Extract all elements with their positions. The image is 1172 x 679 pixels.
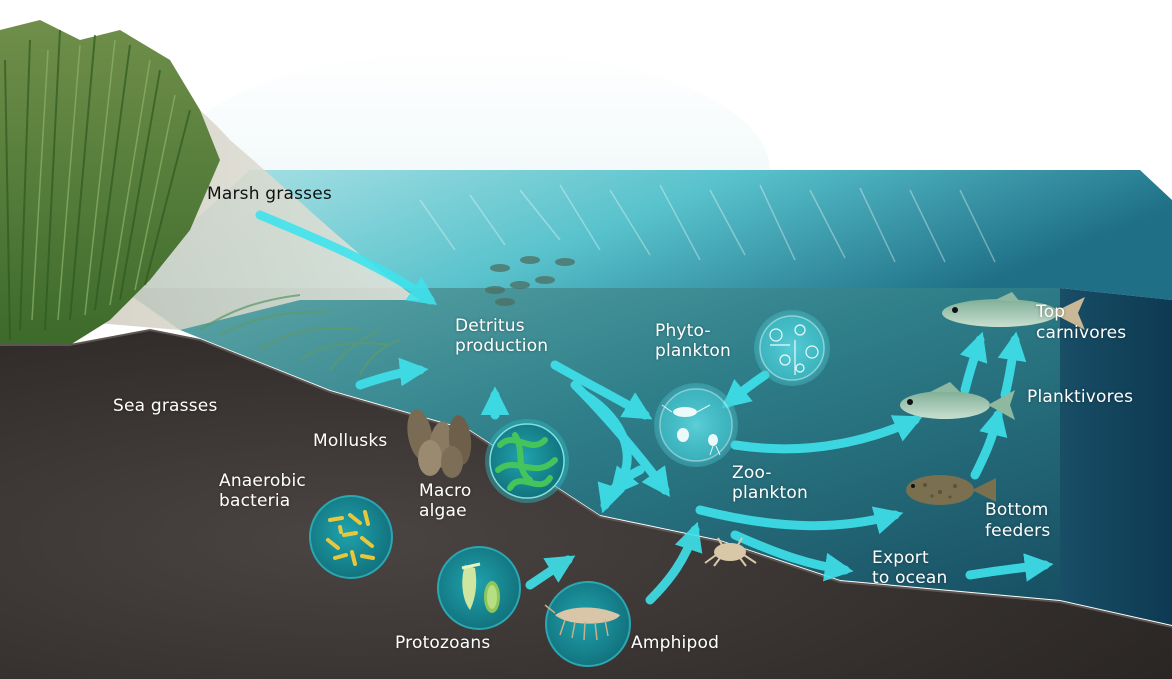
arrow-detritus-to-zooplankton bbox=[550, 360, 653, 420]
bottom-feeder-fish-icon bbox=[906, 475, 996, 505]
arrow-amphipod bbox=[645, 521, 703, 605]
label-phyto-line2: plankton bbox=[655, 341, 731, 361]
amphipod-icon bbox=[544, 581, 631, 667]
arrow-to-bottom-feeders bbox=[695, 505, 904, 535]
arrow-planktivores-to-top-2 bbox=[997, 331, 1027, 400]
arrow-to-export bbox=[730, 530, 854, 582]
water-side-face bbox=[1060, 288, 1172, 625]
label-detritus-line2: production bbox=[455, 336, 549, 356]
arrow-export-ocean bbox=[965, 553, 1054, 582]
label-macro-line1: Macro bbox=[419, 481, 472, 501]
label-anaerobic-line2: bacteria bbox=[219, 491, 291, 511]
label-planktivores: Planktivores bbox=[1027, 387, 1134, 407]
phytoplankton-icon bbox=[754, 310, 830, 386]
label-export-line1: Export bbox=[872, 548, 929, 568]
macro-algae-icon bbox=[485, 419, 569, 503]
crab-icon bbox=[704, 537, 757, 567]
mollusks-icon bbox=[407, 409, 472, 478]
label-export-line2: to ocean bbox=[872, 568, 948, 588]
arrow-protozoans bbox=[525, 555, 576, 590]
arrow-zoo-to-planktivores bbox=[730, 415, 923, 454]
label-bottom-line2: feeders bbox=[985, 521, 1051, 541]
label-macro-line2: algae bbox=[419, 501, 467, 521]
label-anaerobic-line1: Anaerobic bbox=[219, 471, 306, 491]
label-zoo-line1: Zoo- bbox=[732, 463, 772, 483]
arrow-marsh-to-detritus bbox=[255, 210, 438, 305]
label-marsh-grasses: Marsh grasses bbox=[207, 184, 332, 204]
label-zoo-line2: plankton bbox=[732, 483, 808, 503]
zooplankton-icon bbox=[654, 383, 738, 467]
label-amphipod: Amphipod bbox=[631, 633, 720, 653]
label-top-line2: carnivores bbox=[1036, 323, 1127, 343]
label-phyto-line1: Phyto- bbox=[655, 321, 711, 341]
marsh-grass-bank bbox=[0, 20, 220, 350]
energy-flow-arrows bbox=[255, 210, 1054, 605]
arrow-planktivores-to-top-1 bbox=[959, 331, 988, 395]
top-carnivore-fish-icon bbox=[942, 292, 1085, 330]
planktivore-fish-icon bbox=[900, 382, 1015, 420]
protozoans-icon bbox=[437, 546, 521, 630]
label-detritus-line1: Detritus bbox=[455, 316, 525, 336]
arrow-phyto-to-zoo bbox=[721, 370, 770, 409]
label-mollusks: Mollusks bbox=[313, 431, 388, 451]
arrow-seagrass-to-detritus bbox=[355, 357, 429, 390]
label-sea-grasses: Sea grasses bbox=[113, 396, 218, 416]
anaerobic-bacteria-icon bbox=[309, 495, 393, 579]
label-top-line1: Top bbox=[1036, 302, 1066, 322]
sediment-bottom bbox=[0, 330, 1172, 679]
label-protozoans: Protozoans bbox=[395, 633, 491, 653]
arrow-bottom-to-planktivores bbox=[970, 406, 1008, 480]
fish-school-icon bbox=[485, 256, 575, 306]
label-bottom-line1: Bottom bbox=[985, 500, 1049, 520]
